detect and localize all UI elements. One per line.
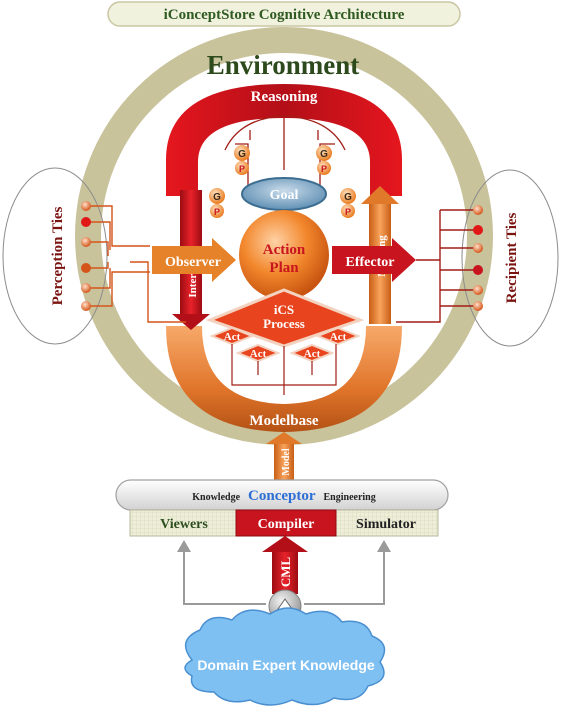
modelbase-label: Modelbase bbox=[249, 413, 319, 429]
p-ball bbox=[210, 204, 224, 218]
p-label: P bbox=[345, 207, 351, 217]
cml-arrow: CML bbox=[262, 536, 308, 594]
act-label: Act bbox=[250, 348, 267, 360]
compiler-box bbox=[235, 509, 337, 537]
act-label: Act bbox=[330, 331, 347, 343]
gp-node-mid-left: G P bbox=[209, 188, 225, 218]
engineering-bar: Knowledge Conceptor Engineering bbox=[115, 479, 449, 511]
g-label: G bbox=[238, 149, 246, 160]
action-plan-line2: Plan bbox=[269, 260, 299, 276]
gp-node-top-right: G P bbox=[316, 145, 332, 175]
title-text: iConceptStore Cognitive Architecture bbox=[164, 7, 405, 23]
perception-connectors bbox=[88, 205, 186, 323]
act-network bbox=[231, 344, 337, 395]
gp-node-top-left: G P bbox=[234, 145, 250, 175]
p-ball bbox=[317, 161, 331, 175]
p-label: P bbox=[239, 164, 245, 174]
environment-label: Environment bbox=[207, 50, 360, 80]
p-ball bbox=[235, 161, 249, 175]
domain-label: Domain Expert Knowledge bbox=[197, 657, 375, 673]
effector-arrow: Effector bbox=[332, 238, 416, 282]
ics-line2: Process bbox=[263, 316, 305, 331]
p-label: P bbox=[214, 207, 220, 217]
g-ball bbox=[340, 188, 356, 204]
ics-process-node bbox=[205, 288, 365, 348]
domain-cloud: Domain Expert Knowledge bbox=[184, 607, 386, 706]
recipient-ties-cluster bbox=[461, 169, 559, 347]
p-label: P bbox=[321, 164, 327, 174]
g-label: G bbox=[213, 192, 221, 203]
engineering-suffix: Engineering bbox=[324, 492, 376, 503]
cml-label: CML bbox=[278, 557, 293, 588]
action-plan-line1: Action bbox=[263, 242, 306, 258]
tools-bar: Viewers Compiler Simulator bbox=[129, 509, 439, 537]
g-ball bbox=[209, 188, 225, 204]
act-label: Act bbox=[304, 348, 321, 360]
model-label: Model bbox=[281, 448, 292, 475]
simulator-label: Simulator bbox=[356, 517, 416, 532]
feedback-arrowhead-left bbox=[177, 540, 191, 552]
engineering-highlight: Conceptor bbox=[248, 488, 316, 504]
feedback-arrows bbox=[183, 548, 385, 605]
observer-label: Observer bbox=[165, 255, 221, 270]
act-node-1: Act bbox=[209, 326, 255, 346]
model-arrow: Model bbox=[266, 432, 302, 480]
reasoning-network bbox=[224, 115, 346, 190]
perception-tie-nodes bbox=[81, 201, 91, 311]
modelbase-bowl bbox=[166, 326, 402, 432]
act-node-3: Act bbox=[289, 343, 335, 363]
g-ball bbox=[234, 145, 250, 161]
recipient-connectors bbox=[396, 209, 476, 323]
feedback-arrowhead-right bbox=[377, 540, 391, 552]
gp-node-mid-right: G P bbox=[340, 188, 356, 218]
act-node-2: Act bbox=[235, 343, 281, 363]
g-label: G bbox=[344, 192, 352, 203]
reasoning-arc bbox=[166, 84, 402, 196]
recipient-tie-nodes bbox=[473, 205, 483, 311]
action-plan-node bbox=[239, 210, 329, 300]
p-ball bbox=[341, 204, 355, 218]
perception-ties-cluster bbox=[2, 167, 108, 345]
act-label: Act bbox=[224, 331, 241, 343]
goal-label: Goal bbox=[270, 188, 299, 203]
effector-label: Effector bbox=[346, 255, 395, 270]
g-label: G bbox=[320, 149, 328, 160]
ics-line1: iCS bbox=[274, 302, 294, 317]
act-node-4: Act bbox=[315, 326, 361, 346]
viewers-label: Viewers bbox=[160, 517, 208, 532]
perception-ties-label: Perception Ties bbox=[50, 206, 66, 305]
observer-arrow: Observer bbox=[152, 238, 236, 282]
g-ball bbox=[316, 145, 332, 161]
title-banner: iConceptStore Cognitive Architecture bbox=[107, 1, 461, 27]
recipient-ties-label: Recipient Ties bbox=[504, 212, 520, 303]
engineering-prefix: Knowledge bbox=[192, 492, 240, 503]
reasoning-label: Reasoning bbox=[251, 89, 318, 105]
compiler-label: Compiler bbox=[258, 517, 315, 532]
engineering-bar-text: Knowledge Conceptor Engineering bbox=[192, 487, 376, 504]
